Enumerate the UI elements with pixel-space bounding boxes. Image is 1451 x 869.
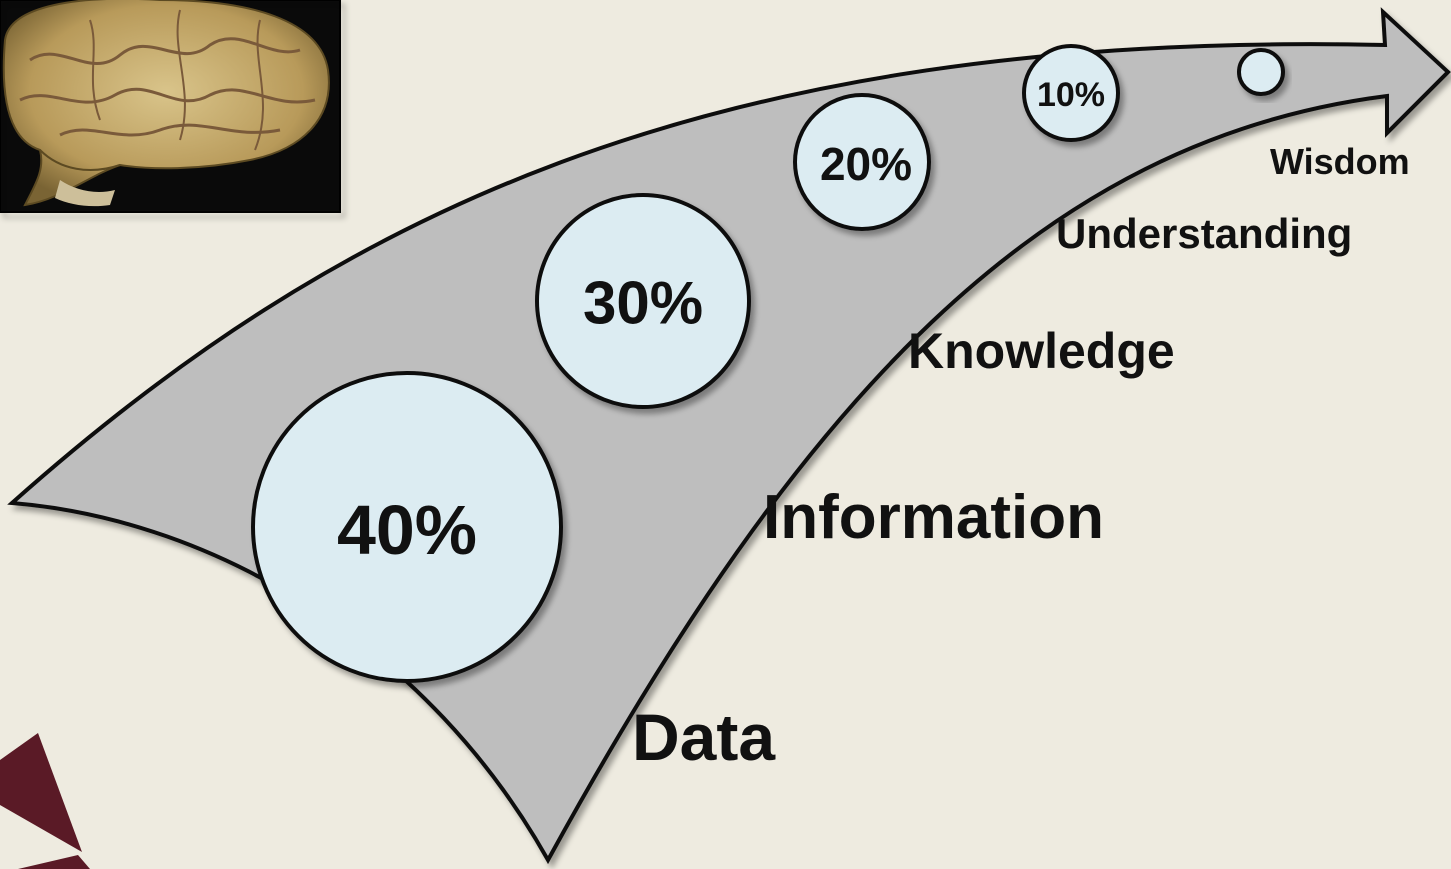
label-data: Data xyxy=(632,700,776,774)
bubble-knowledge-percent: 20% xyxy=(820,138,912,190)
bubble-information: 30% xyxy=(535,193,751,409)
maroon-triangle-logo xyxy=(0,733,90,869)
bubble-data-percent: 40% xyxy=(337,491,477,569)
bubble-knowledge: 20% xyxy=(793,93,931,231)
label-knowledge: Knowledge xyxy=(908,323,1175,379)
bubble-wisdom xyxy=(1237,48,1285,96)
bubble-understanding-percent: 10% xyxy=(1037,76,1105,114)
brain-image xyxy=(0,0,341,213)
bubble-information-percent: 30% xyxy=(583,270,703,337)
bubble-data: 40% xyxy=(251,371,563,683)
label-information: Information xyxy=(763,483,1104,552)
label-wisdom: Wisdom xyxy=(1270,141,1410,182)
label-understanding: Understanding xyxy=(1056,210,1352,257)
bubble-understanding: 10% xyxy=(1022,44,1120,142)
